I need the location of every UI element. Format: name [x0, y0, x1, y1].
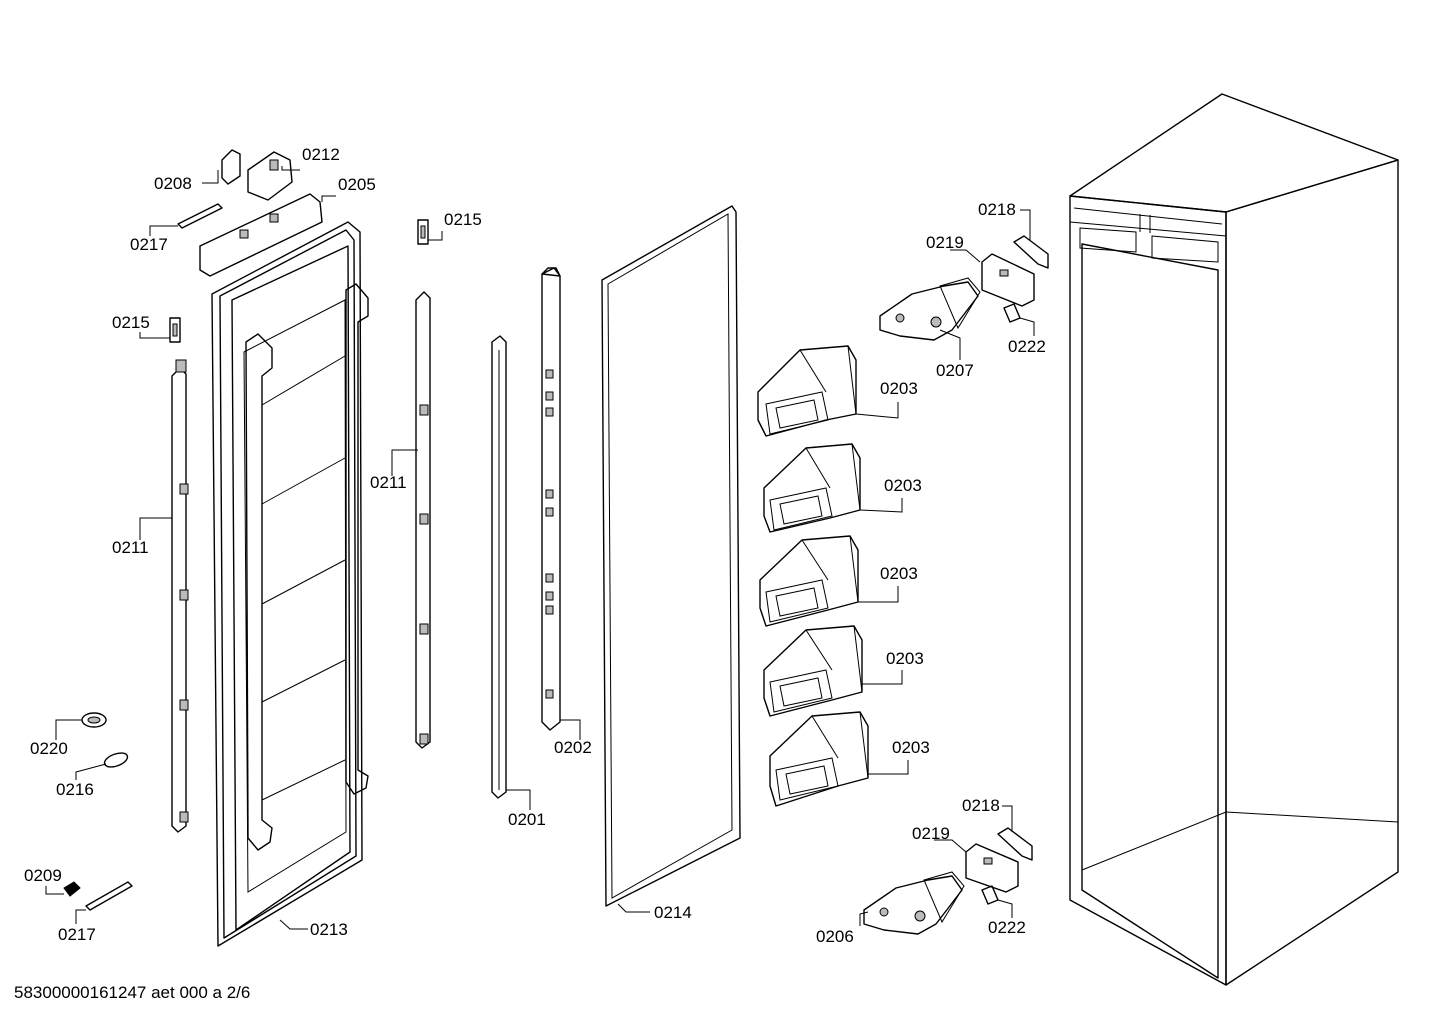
label-0208: 0208 [154, 174, 192, 193]
profile-0202 [541, 267, 561, 731]
shelf-0203-1 [757, 345, 857, 437]
part-0220 [81, 712, 107, 728]
shelf-0203-3 [759, 535, 859, 627]
plate-0205 [199, 193, 323, 277]
door-shelves-0203 [757, 345, 869, 807]
gasket-0214 [601, 205, 741, 907]
part-0209 [63, 881, 81, 897]
label-0201: 0201 [508, 810, 546, 829]
bracket-0217-bottom [85, 881, 133, 911]
label-0215-left: 0215 [112, 313, 150, 332]
label-0218-bottom: 0218 [962, 796, 1000, 815]
shelf-0203-2 [763, 443, 861, 533]
label-0212: 0212 [302, 145, 340, 164]
label-0202: 0202 [554, 738, 592, 757]
shelf-0203-5 [769, 711, 869, 807]
hinge-bottom [863, 827, 1033, 935]
label-0207: 0207 [936, 361, 974, 380]
label-0211-left: 0211 [112, 538, 149, 557]
label-0215-top: 0215 [444, 210, 482, 229]
label-0219-top: 0219 [926, 233, 964, 252]
label-0218-top: 0218 [978, 200, 1016, 219]
strip-0201 [491, 335, 507, 799]
label-0213: 0213 [310, 920, 348, 939]
cap-0216 [103, 752, 129, 768]
shelf-0203-4 [763, 625, 863, 717]
document-code: 58300000161247 aet 000 a 2/6 [14, 983, 250, 1002]
label-0203-3: 0203 [880, 564, 918, 583]
part-0208 [221, 149, 241, 185]
bracket-0217-top [177, 203, 223, 229]
label-0205: 0205 [338, 175, 376, 194]
label-0217-bottom: 0217 [58, 925, 96, 944]
label-0217-top: 0217 [130, 235, 168, 254]
label-0203-4: 0203 [886, 649, 924, 668]
rail-0211-left [171, 359, 189, 833]
hinge-top [879, 235, 1049, 341]
label-0209: 0209 [24, 866, 62, 885]
label-0203-5: 0203 [892, 738, 930, 757]
clip-0215-top [417, 219, 429, 245]
label-0222-top: 0222 [1008, 337, 1046, 356]
label-0206: 0206 [816, 927, 854, 946]
label-0214: 0214 [654, 903, 692, 922]
label-0222-bottom: 0222 [988, 918, 1026, 937]
label-0203-2: 0203 [884, 476, 922, 495]
label-0219-bottom: 0219 [912, 824, 950, 843]
clip-0215-left [169, 317, 181, 343]
label-0203-1: 0203 [880, 379, 918, 398]
cover-0212 [247, 151, 293, 201]
callout-labels: 0208 0212 0205 0217 0215 0215 0211 0211 … [24, 145, 1046, 946]
label-0220: 0220 [30, 739, 68, 758]
label-0211-right: 0211 [370, 473, 407, 492]
rail-0211-right [415, 291, 431, 749]
cabinet [1069, 93, 1399, 986]
door-0213 [211, 221, 369, 947]
label-0216: 0216 [56, 780, 94, 799]
leader-lines [45, 166, 1035, 930]
